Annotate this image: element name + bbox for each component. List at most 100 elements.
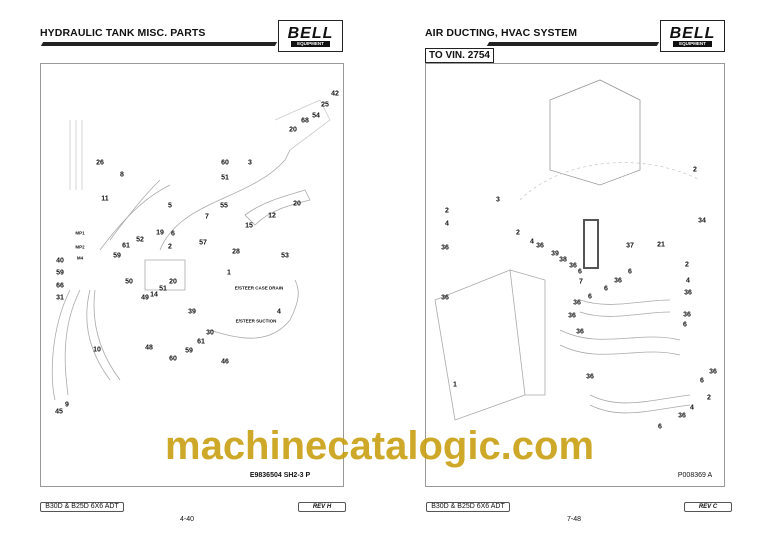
callout-label: 36 — [709, 368, 717, 376]
callout-label: 6 — [578, 268, 582, 276]
callout-label: 4 — [530, 238, 534, 246]
callout-label: 34 — [698, 217, 706, 225]
callout-label: 42 — [331, 90, 339, 98]
callout-label: 4 — [690, 404, 694, 412]
callout-label: 40 — [56, 257, 64, 265]
callout-label: 9 — [65, 401, 69, 409]
callout-label: 36 — [614, 277, 622, 285]
right-diagram-frame — [425, 63, 725, 487]
callout-label: 57 — [199, 239, 207, 247]
callout-label: E/STEER CASE DRAIN — [234, 285, 284, 291]
callout-label: 12 — [268, 212, 276, 220]
callout-label: 60 — [169, 355, 177, 363]
watermark: machinecatalogic.com — [165, 424, 595, 468]
right-footer-model: B30D & B25D 6X6 ADT — [426, 502, 510, 512]
callout-label: 46 — [221, 358, 229, 366]
callout-label: 60 — [221, 159, 229, 167]
callout-label: 55 — [220, 202, 228, 210]
callout-label: 4 — [445, 220, 449, 228]
callout-label: 6 — [683, 321, 687, 329]
callout-label: 26 — [96, 159, 104, 167]
callout-label: 36 — [586, 373, 594, 381]
right-drawing-number: P008369 A — [677, 472, 713, 479]
callout-label: 1 — [227, 269, 231, 277]
callout-label: 6 — [658, 423, 662, 431]
callout-label: 36 — [678, 412, 686, 420]
callout-label: 11 — [101, 195, 109, 203]
left-diagram-frame — [40, 63, 344, 487]
callout-label: 53 — [281, 252, 289, 260]
callout-label: 6 — [171, 230, 175, 238]
callout-label: 36 — [683, 311, 691, 319]
right-hvac-diagram — [434, 79, 701, 421]
callout-label: E/STEER SUCTION — [235, 318, 277, 324]
callout-label: 2 — [516, 229, 520, 237]
left-footer-model: B30D & B25D 6X6 ADT — [40, 502, 124, 512]
callout-label: 51 — [221, 174, 229, 182]
callout-label: 15 — [245, 222, 253, 230]
callout-label: 25 — [321, 101, 329, 109]
callout-label: 31 — [56, 294, 64, 302]
callout-label: 20 — [293, 200, 301, 208]
callout-label: 36 — [441, 244, 449, 252]
callout-label: 68 — [301, 117, 309, 125]
callout-label: M4 — [76, 255, 84, 261]
vin-label: TO VIN. 2754 — [425, 48, 494, 63]
callout-label: MP2 — [75, 244, 85, 250]
callout-label: 20 — [289, 126, 297, 134]
left-bell-logo: BELL EQUIPMENT — [278, 20, 343, 52]
right-page-title: AIR DUCTING, HVAC SYSTEM — [425, 27, 578, 39]
callout-label: 36 — [536, 242, 544, 250]
callout-label: 2 — [445, 207, 449, 215]
callout-label: 8 — [120, 171, 124, 179]
callout-label: 6 — [604, 285, 608, 293]
callout-label: 39 — [188, 308, 196, 316]
callout-label: 36 — [576, 328, 584, 336]
callout-label: 3 — [248, 159, 252, 167]
callout-label: 48 — [145, 344, 153, 352]
callout-label: 61 — [122, 242, 130, 250]
callout-label: 59 — [56, 269, 64, 277]
callout-label: 52 — [136, 236, 144, 244]
callout-label: 37 — [626, 242, 634, 250]
logo-subtext: EQUIPMENT — [673, 40, 712, 47]
callout-label: 6 — [700, 377, 704, 385]
callout-label: 45 — [55, 408, 63, 416]
callout-label: 3 — [496, 196, 500, 204]
callout-label: 6 — [588, 293, 592, 301]
callout-label: 66 — [56, 282, 64, 290]
callout-label: 36 — [684, 289, 692, 297]
left-page-number: 4-40 — [180, 516, 195, 523]
left-page-title: HYDRAULIC TANK MISC. PARTS — [40, 27, 206, 39]
left-footer-rev: REV H — [298, 502, 346, 512]
callout-label: 30 — [206, 329, 214, 337]
callout-label: 7 — [205, 213, 209, 221]
callout-label: 20 — [169, 278, 177, 286]
callout-label: 4 — [686, 277, 690, 285]
callout-label: 14 — [150, 291, 158, 299]
callout-label: 2 — [168, 243, 172, 251]
callout-label: MP1 — [75, 230, 85, 236]
callout-label: 2 — [707, 394, 711, 402]
logo-text: BELL — [287, 24, 334, 42]
logo-subtext: EQUIPMENT — [291, 40, 330, 47]
callout-label: 6 — [628, 268, 632, 276]
callout-label: 38 — [559, 256, 567, 264]
callout-label: 5 — [168, 202, 172, 210]
callout-label: 39 — [551, 250, 559, 258]
callout-label: 2 — [685, 261, 689, 269]
callout-label: 10 — [93, 346, 101, 354]
callout-label: 51 — [159, 285, 167, 293]
callout-label: 1 — [453, 381, 457, 389]
callout-label: 36 — [568, 312, 576, 320]
callout-label: 54 — [312, 112, 320, 120]
callout-label: 36 — [569, 262, 577, 270]
left-drawing-number: E9836504 SH2-3 P — [249, 472, 311, 479]
right-bell-logo: BELL EQUIPMENT — [660, 20, 725, 52]
callout-label: 4 — [277, 308, 281, 316]
right-page-number: 7-48 — [567, 516, 582, 523]
left-hydraulic-diagram — [51, 99, 331, 401]
callout-label: 2 — [693, 166, 697, 174]
